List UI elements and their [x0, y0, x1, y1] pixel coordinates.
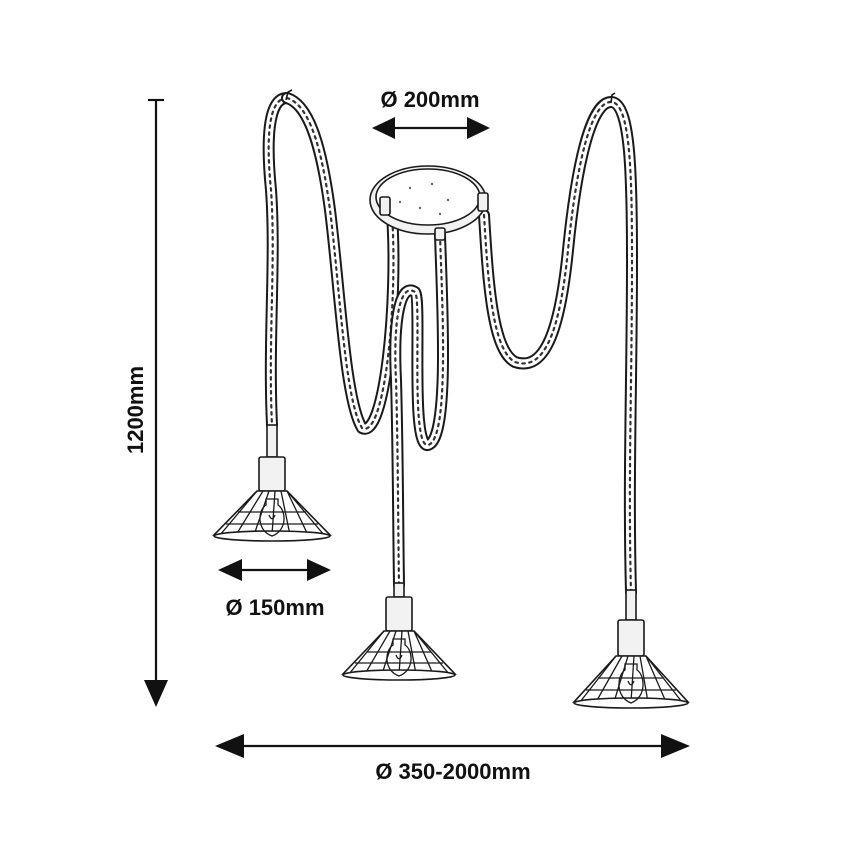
arrow-left-icon — [218, 559, 242, 581]
dimension-overall-height: 1200mm — [123, 98, 168, 707]
rope-right — [478, 96, 638, 598]
rope-middle — [389, 229, 450, 591]
rope-left — [262, 92, 400, 435]
hook-left — [285, 89, 293, 101]
lamp-middle — [341, 582, 457, 681]
spread-diameter-label: Ø 350-2000mm — [375, 759, 530, 784]
arrow-right-icon — [661, 734, 690, 758]
ceiling-canopy — [369, 165, 489, 241]
dimension-shade-diameter: Ø 150mm — [218, 559, 331, 620]
arrow-left-icon — [215, 734, 244, 758]
lamp-right — [572, 589, 690, 709]
height-label: 1200mm — [123, 366, 148, 454]
shade-diameter-label: Ø 150mm — [225, 595, 324, 620]
arrow-right-icon — [307, 559, 331, 581]
lamp-left — [212, 424, 332, 542]
dimension-canopy-diameter: Ø 200mm — [372, 87, 490, 139]
arrow-left-icon — [372, 117, 395, 139]
canopy-diameter-label: Ø 200mm — [380, 87, 479, 112]
dimension-spread-diameter: Ø 350-2000mm — [215, 734, 690, 784]
hook-right — [610, 92, 616, 104]
arrow-down-icon — [144, 680, 168, 707]
arrow-right-icon — [467, 117, 490, 139]
